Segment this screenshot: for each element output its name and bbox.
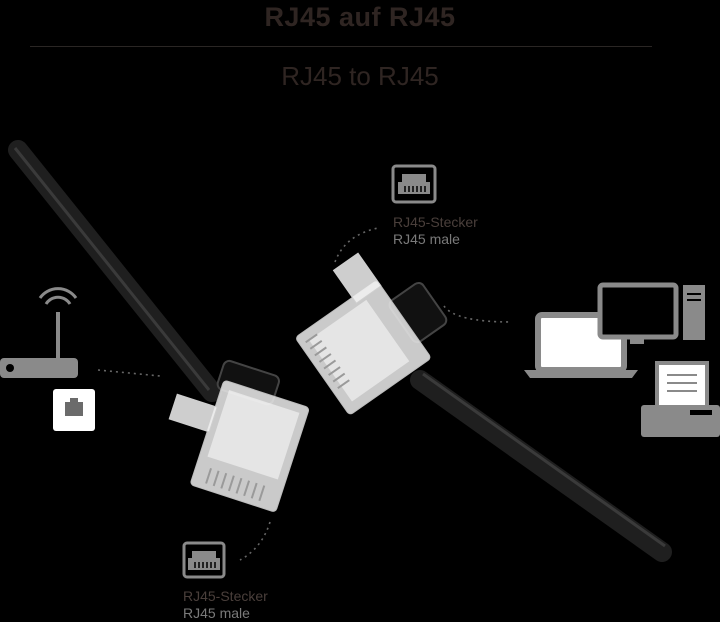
page-title: RJ45 auf RJ45: [264, 2, 456, 32]
connector-label-bottom: RJ45-Stecker RJ45 male: [183, 588, 268, 622]
desktop-computer-icon: [597, 282, 705, 344]
connector-label-top: RJ45-Stecker RJ45 male: [393, 214, 478, 248]
right-cable: [410, 370, 672, 562]
connector-label-en: RJ45 male: [183, 605, 250, 621]
rj45-port-icon: [391, 164, 437, 204]
rj45-connector-right: [296, 252, 448, 415]
title-divider: [30, 46, 652, 47]
page-subtitle: RJ45 to RJ45: [281, 61, 439, 91]
connector-label-de: RJ45-Stecker: [393, 214, 478, 230]
rj45-port-icon: [182, 541, 226, 579]
ethernet-wall-socket-icon: [53, 389, 95, 431]
rj45-connector-left: [168, 359, 309, 512]
wifi-router-icon: [0, 287, 78, 378]
connector-label-en: RJ45 male: [393, 231, 460, 247]
left-cable: [8, 140, 222, 402]
leader-lines: [97, 227, 513, 561]
connector-label-de: RJ45-Stecker: [183, 588, 268, 604]
printer-icon: [641, 361, 720, 437]
